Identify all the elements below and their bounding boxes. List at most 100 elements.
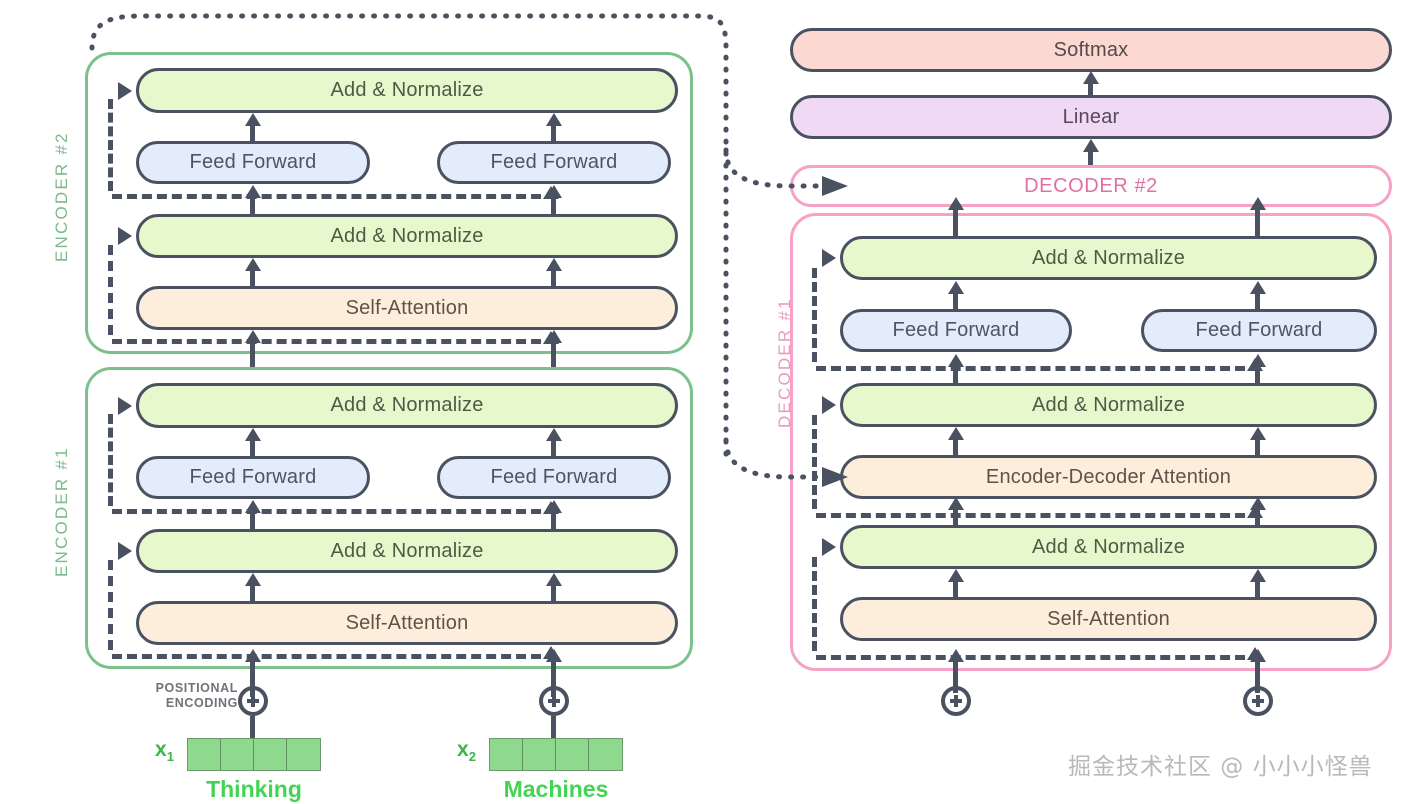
circled-plus-icon-decoder-right [1243, 686, 1273, 716]
encoder2-feed-forward-right: Feed Forward [437, 141, 671, 184]
arrow-enc2-ff-right-to-addnorm [551, 124, 556, 142]
residual-enc1-upper-arrowhead [118, 397, 132, 415]
arrow-input-to-enc1-right [551, 660, 556, 697]
arrow-dec1-encdecattn-to-addnorm-right [1255, 438, 1260, 456]
token-1-variable: x1 [155, 738, 174, 765]
linear-node: Linear [790, 95, 1392, 139]
circled-plus-icon-x1 [238, 686, 268, 716]
arrow-enc1-to-enc2-right [551, 341, 556, 367]
arrow-enc2-ff-left-to-addnorm [250, 124, 255, 142]
positional-encoding-line1: POSITIONAL [155, 681, 238, 695]
residual-dec1-self-h [816, 655, 1260, 660]
arrow-linear-to-softmax [1088, 82, 1093, 95]
positional-encoding-label: POSITIONAL ENCODING [138, 681, 238, 711]
arrow-input-to-enc1-left [250, 660, 255, 697]
residual-enc2-upper-v [108, 99, 113, 191]
residual-dec1-ff-h [816, 366, 1260, 371]
arrow-enc1-selfattn-to-addnorm-right [551, 584, 556, 602]
arrow-enc1-addnorm-to-ff-left [250, 511, 255, 530]
watermark-text: 掘金技术社区 @ 小小小怪兽 [1068, 754, 1373, 780]
residual-enc2-upper-h [112, 194, 556, 199]
arrow-decoder1-to-decoder2-left [953, 208, 958, 236]
encoder1-feed-forward-left: Feed Forward [136, 456, 370, 499]
embedding-cell [556, 739, 589, 770]
decoder1-add-normalize-top: Add & Normalize [840, 236, 1377, 280]
residual-enc1-lower-up-arrowhead [543, 646, 559, 659]
residual-dec1-self-v [812, 557, 817, 651]
token-1-word: Thinking [206, 776, 302, 802]
embedding-cell [523, 739, 556, 770]
arrow-enc1-selfattn-to-addnorm-left [250, 584, 255, 602]
residual-dec1-encdec-v [812, 415, 817, 509]
decoder-block-2-header: DECODER #2 [790, 165, 1392, 207]
residual-enc1-upper-h [112, 509, 556, 514]
arrow-dec1-addnorm-to-ff-left [953, 365, 958, 384]
residual-dec1-ff-up-arrowhead [1247, 358, 1263, 371]
residual-enc1-lower-arrowhead [118, 542, 132, 560]
residual-dec1-ff-v [812, 268, 817, 362]
decoder-block-1-label: DECODER #1 [775, 297, 794, 428]
residual-enc2-upper-arrowhead [118, 82, 132, 100]
token-1-embedding [187, 738, 321, 771]
decoder1-feed-forward-right: Feed Forward [1141, 309, 1377, 352]
encoder1-add-normalize-top: Add & Normalize [136, 383, 678, 428]
residual-dec1-encdec-up-arrowhead [1247, 505, 1263, 518]
token-2-embedding [489, 738, 623, 771]
arrow-enc1-to-enc2-left [250, 341, 255, 367]
line-x1-embed-to-plus [250, 716, 255, 738]
arrow-enc1-ff-left-to-addnorm [250, 439, 255, 457]
token-2-word: Machines [503, 776, 609, 802]
encoder1-add-normalize-mid: Add & Normalize [136, 529, 678, 573]
arrow-dec1-ff-left-to-addnorm [953, 292, 958, 310]
arrow-dec1-selfattn-to-addnorm-right [1255, 580, 1260, 598]
arrow-enc2-selfattn-to-addnorm-left [250, 269, 255, 287]
arrow-enc2-selfattn-to-addnorm-right [551, 269, 556, 287]
embedding-cell [490, 739, 523, 770]
residual-enc2-lower-v [108, 245, 113, 335]
embedding-cell [589, 739, 622, 770]
encoder2-add-normalize-mid: Add & Normalize [136, 214, 678, 258]
residual-dec1-encdec-h [816, 513, 1260, 518]
residual-enc2-lower-h [112, 339, 556, 344]
residual-enc2-lower-arrowhead [118, 227, 132, 245]
embedding-cell [287, 739, 320, 770]
residual-dec1-self-up-arrowhead [1247, 647, 1263, 660]
decoder1-encoder-decoder-attention: Encoder-Decoder Attention [840, 455, 1377, 499]
circled-plus-icon-decoder-left [941, 686, 971, 716]
encoder1-feed-forward-right: Feed Forward [437, 456, 671, 499]
embedding-cell [221, 739, 254, 770]
arrow-decoder1-to-decoder2-right [1255, 208, 1260, 236]
decoder1-add-normalize-bottom: Add & Normalize [840, 525, 1377, 569]
arrow-dec1-encdecattn-to-addnorm-left [953, 438, 958, 456]
arrow-decinput-to-dec1-left [953, 660, 958, 693]
residual-enc2-upper-up-arrowhead [543, 186, 559, 199]
circled-plus-icon-x2 [539, 686, 569, 716]
encoder2-self-attention: Self-Attention [136, 286, 678, 330]
residual-enc1-lower-v [108, 560, 113, 650]
arrow-enc1-addnorm-to-ff-right [551, 511, 556, 530]
residual-enc1-upper-v [108, 414, 113, 506]
arrow-enc1-ff-right-to-addnorm [551, 439, 556, 457]
arrow-dec1-addnorm-to-ff-right [1255, 365, 1260, 384]
residual-dec1-self-arrowhead [822, 538, 836, 556]
softmax-node: Softmax [790, 28, 1392, 72]
residual-dec1-encdec-arrowhead [822, 396, 836, 414]
encoder1-self-attention: Self-Attention [136, 601, 678, 645]
residual-enc2-lower-up-arrowhead [543, 331, 559, 344]
line-x2-embed-to-plus [551, 716, 556, 738]
arrow-decinput-to-dec1-right [1255, 660, 1260, 693]
positional-encoding-line2: ENCODING [165, 696, 238, 710]
decoder1-add-normalize-mid: Add & Normalize [840, 383, 1377, 427]
encoder2-feed-forward-left: Feed Forward [136, 141, 370, 184]
residual-dec1-ff-arrowhead [822, 249, 836, 267]
embedding-cell [254, 739, 287, 770]
residual-enc1-upper-up-arrowhead [543, 501, 559, 514]
token-2-variable: x2 [457, 738, 476, 765]
arrow-dec1-ff-right-to-addnorm [1255, 292, 1260, 310]
arrow-decoder2-to-linear [1088, 150, 1093, 165]
encoder-block-2-label: ENCODER #2 [52, 131, 71, 262]
encoder2-add-normalize-top: Add & Normalize [136, 68, 678, 113]
residual-enc1-lower-h [112, 654, 556, 659]
embedding-cell [188, 739, 221, 770]
